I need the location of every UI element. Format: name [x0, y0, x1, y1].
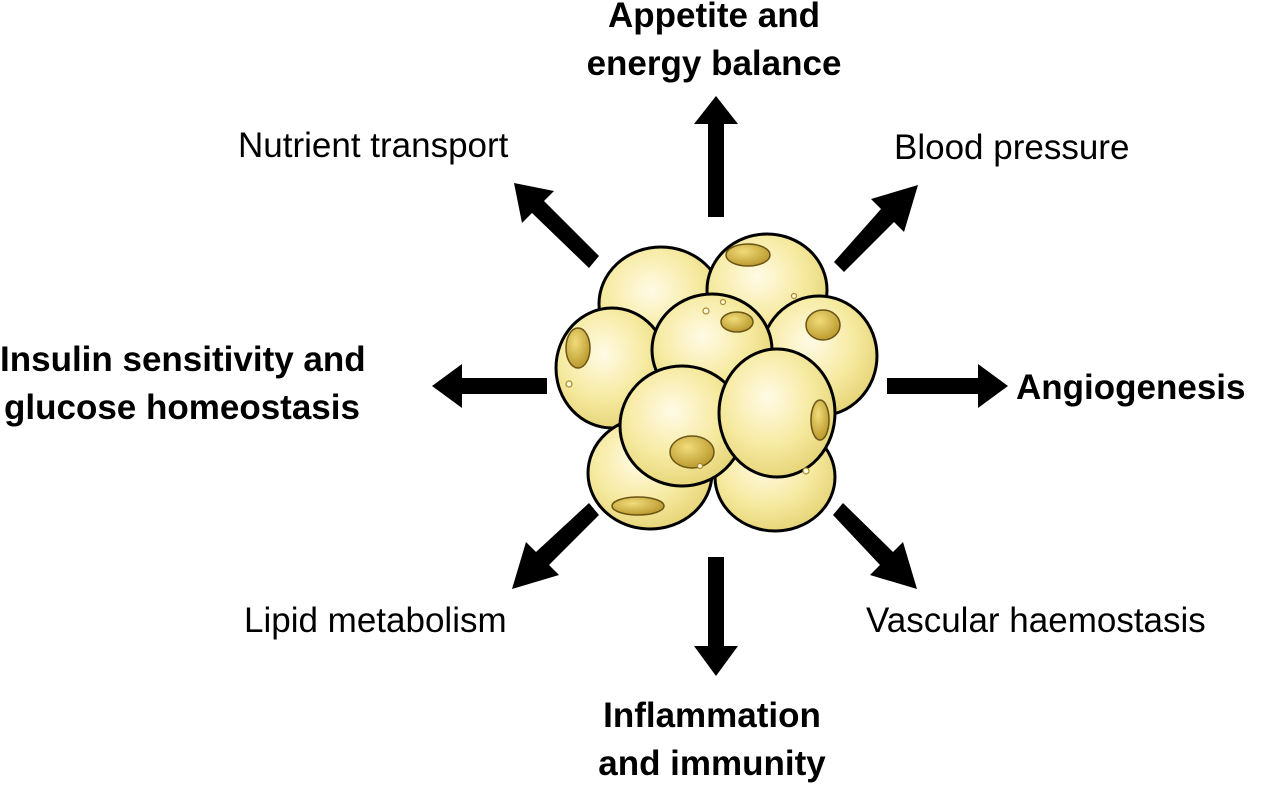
nucleus-icon — [805, 309, 841, 341]
arrow-down — [694, 557, 738, 676]
label-line: energy balance — [586, 44, 842, 83]
nucleus-icon — [669, 435, 715, 469]
nucleus-icon — [725, 243, 771, 267]
label-vascular-haemostasis: Vascular haemostasis — [866, 601, 1206, 640]
label-insulin-sensitivity: Insulin sensitivity and glucose homeosta… — [0, 336, 366, 432]
label-lipid-metabolism: Lipid metabolism — [244, 601, 507, 640]
adipocyte-cluster-icon — [554, 232, 879, 533]
nucleus-icon — [720, 311, 754, 333]
nucleus-icon — [810, 399, 830, 441]
arrow-up-left — [514, 183, 599, 268]
nuclei — [565, 243, 841, 516]
label-blood-pressure: Blood pressure — [894, 128, 1130, 167]
label-nutrient-transport: Nutrient transport — [238, 126, 509, 165]
arrows — [432, 96, 1008, 676]
label-line: Appetite and — [608, 0, 820, 35]
adipocyte-cell — [717, 347, 837, 479]
label-inflammation: Inflammation and immunity — [598, 692, 826, 788]
arrow-down-left — [512, 503, 599, 589]
arrow-down-right — [833, 503, 917, 589]
label-line: Insulin sensitivity and — [0, 340, 366, 379]
label-line: Inflammation — [603, 696, 821, 735]
arrow-up-right — [834, 185, 918, 272]
nucleus-icon — [565, 327, 591, 369]
nucleus-icon — [611, 496, 665, 516]
label-line: glucose homeostasis — [4, 388, 360, 427]
arrow-left — [432, 364, 547, 408]
lipid-droplets — [565, 292, 810, 475]
arrow-up — [694, 96, 738, 217]
arrow-right — [887, 364, 1008, 408]
label-appetite: Appetite and energy balance — [587, 0, 842, 88]
label-line: and immunity — [598, 744, 826, 783]
label-angiogenesis: Angiogenesis — [1016, 368, 1246, 407]
